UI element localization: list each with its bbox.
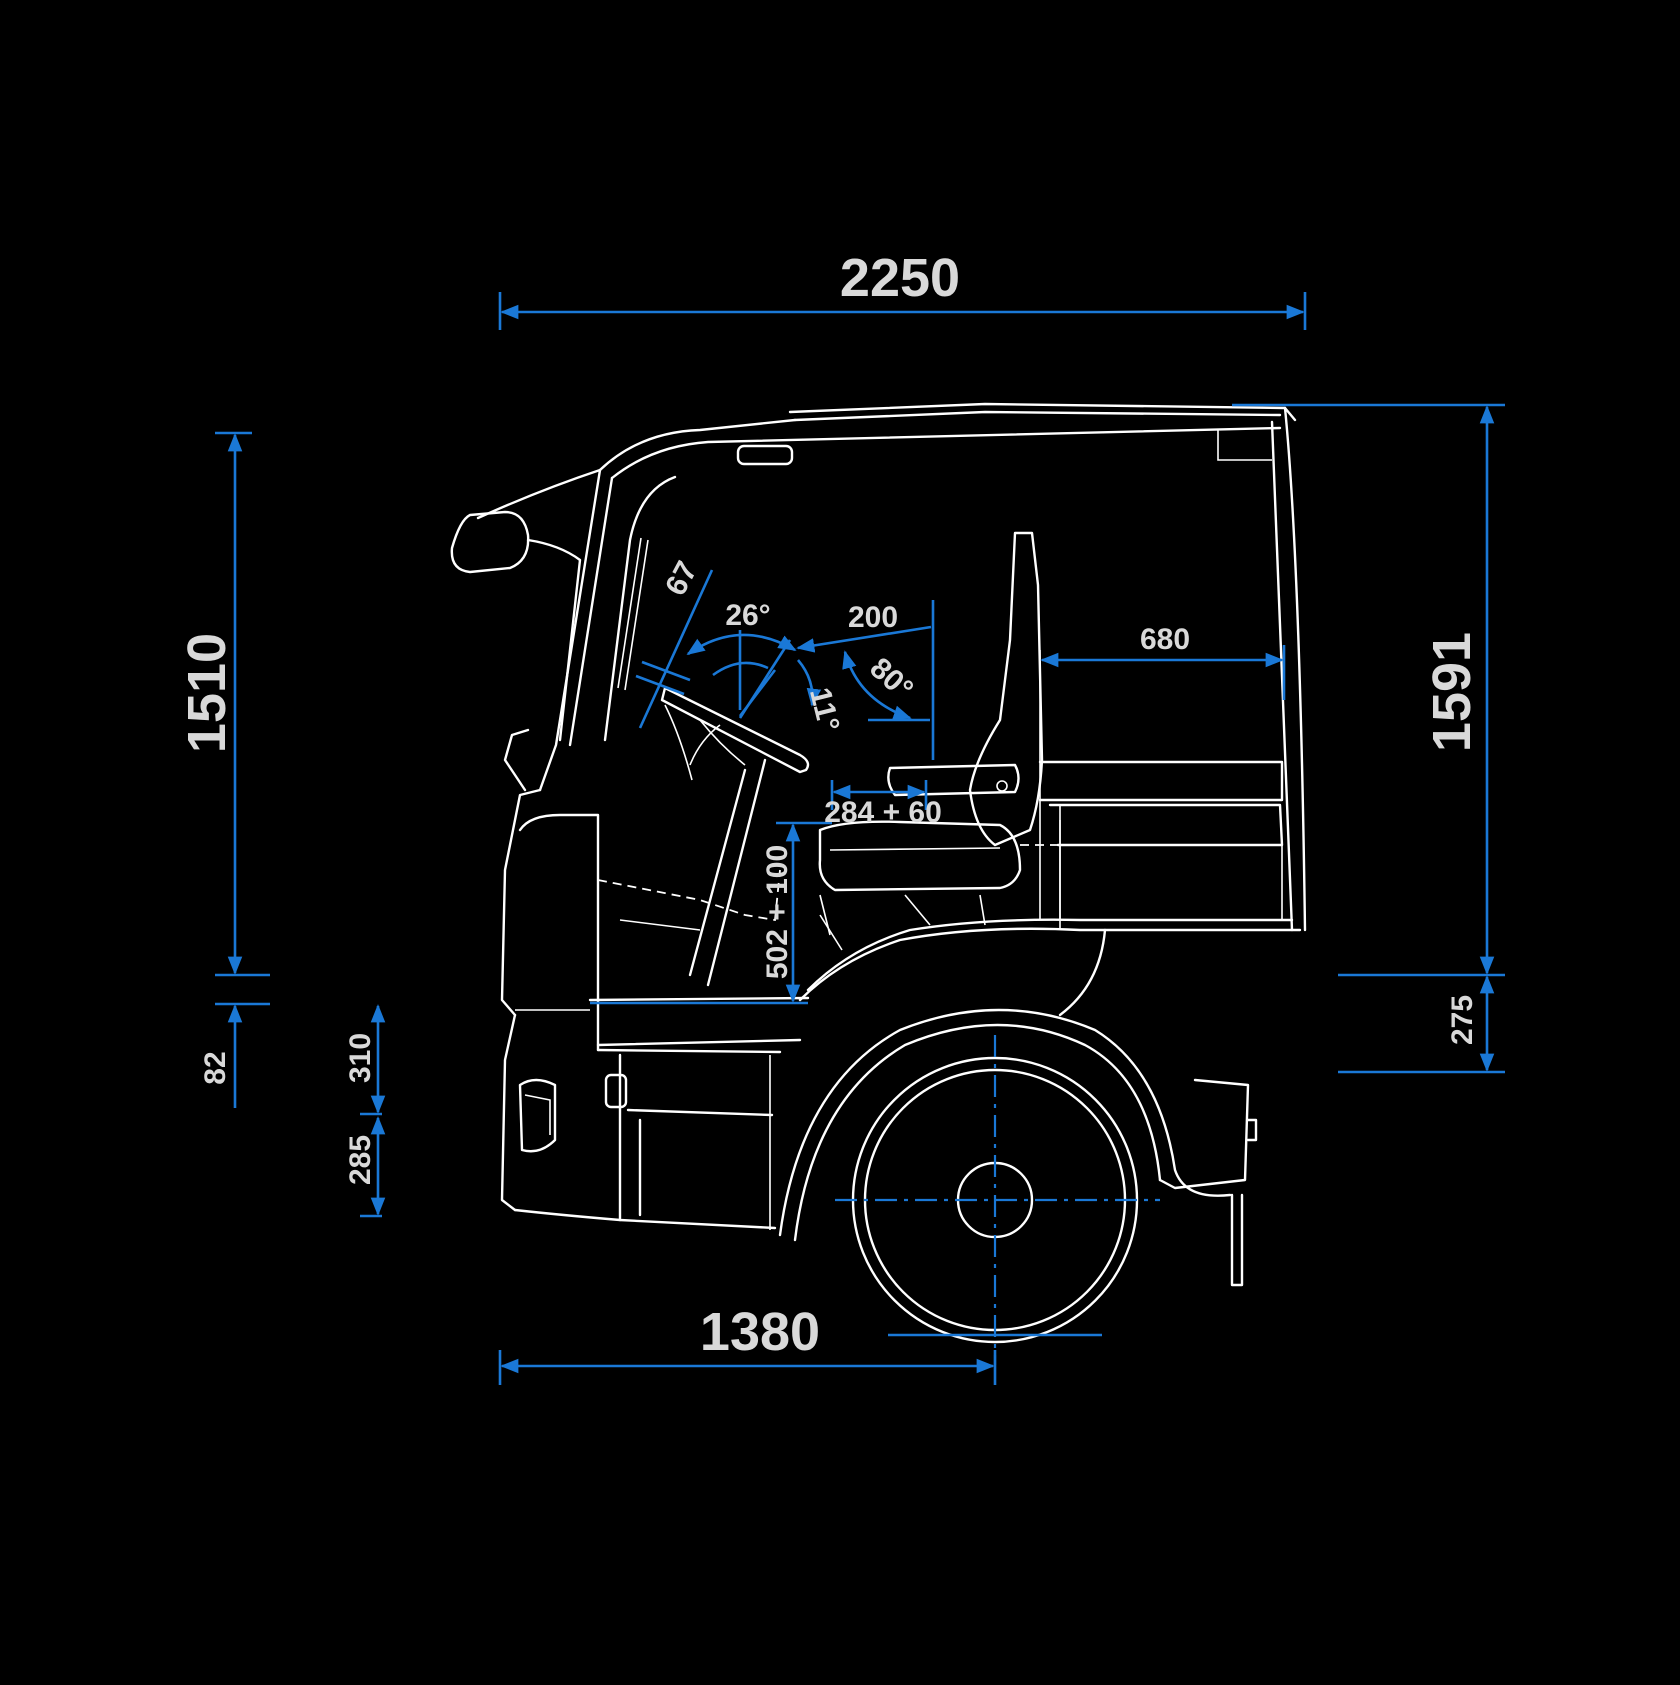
label-floor-offset: 82 <box>199 1051 232 1084</box>
truck-cab-drawing <box>450 402 1307 1344</box>
label-wheel-angle: 26° <box>725 599 770 632</box>
label-seat-height: 502 + 100 <box>761 845 794 979</box>
label-wheel-tilt: 11° <box>803 685 846 735</box>
dimension-lines <box>215 292 1505 1385</box>
label-front-to-axle: 1380 <box>700 1302 820 1362</box>
label-floor-to-frame: 275 <box>1446 995 1479 1045</box>
label-backrest-angle: 80° <box>863 651 919 706</box>
label-seat-travel: 284 + 60 <box>824 796 942 829</box>
label-bunk-width: 680 <box>1140 623 1190 656</box>
label-overall-length: 2250 <box>840 248 960 308</box>
label-interior-height: 1510 <box>177 633 237 753</box>
label-step-lower: 285 <box>344 1135 377 1185</box>
dimension-labels: 2250 1380 1510 1591 82 310 285 275 67 26… <box>177 248 1482 1362</box>
label-seat-fore-aft: 200 <box>848 601 898 634</box>
label-wheel-adjust: 67 <box>659 556 704 601</box>
label-cab-height: 1591 <box>1422 632 1482 752</box>
label-step-upper: 310 <box>344 1033 377 1083</box>
